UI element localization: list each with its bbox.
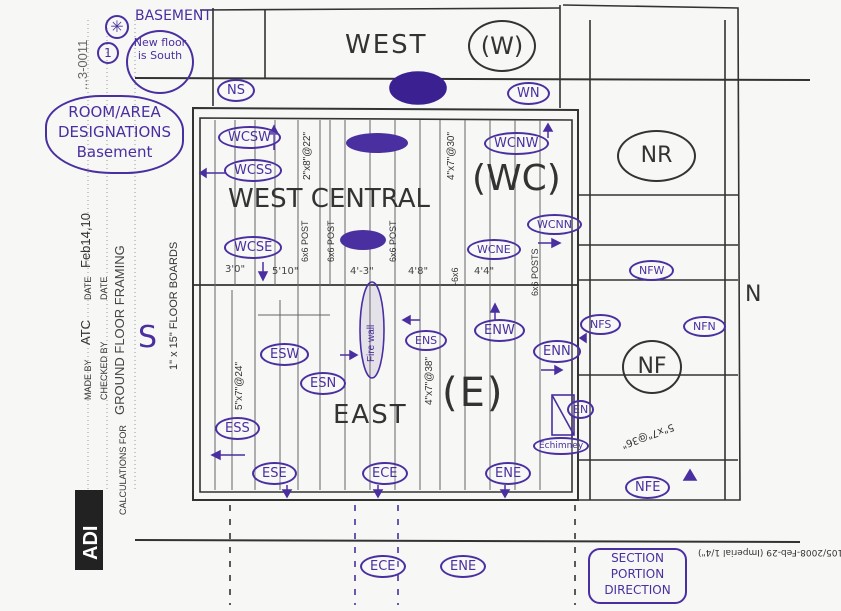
- made-by-label: MADE BY: [83, 359, 93, 400]
- section-label-wc-south-center: [346, 133, 408, 153]
- section-label-echimney: Echimney: [533, 437, 590, 455]
- basement-note: BASEMENT: [135, 8, 212, 24]
- section-label-nfn: NFN: [683, 316, 726, 337]
- measurement-4-3: 4'-3": [350, 266, 374, 277]
- measurement-4-4: 4'4": [474, 266, 495, 277]
- section-label-wcnn: WCNN: [527, 214, 583, 235]
- section-label-enw: ENW: [474, 319, 525, 342]
- section-label-ess: ESS: [215, 417, 260, 440]
- sheet-number-field: ...3-0011: [75, 39, 90, 90]
- post-note-1: 6x6 POST: [300, 220, 310, 262]
- calculations-for-label: CALCULATIONS FOR: [118, 425, 128, 515]
- section-label-nfs: NFS: [580, 314, 622, 335]
- section-label-wc-center: [340, 230, 386, 250]
- post-note-2: 6x6 POST: [326, 220, 336, 262]
- section-label-wcnw: WCNW: [484, 132, 549, 155]
- basement-symbol-icon: ✳: [105, 15, 129, 39]
- region-east-code: (E): [442, 370, 505, 416]
- sheet-number-circle: 1: [97, 42, 119, 64]
- section-label-ece: ECE: [362, 462, 408, 485]
- section-label-ns: NS: [217, 79, 255, 102]
- section-label-ese: ESE: [252, 462, 297, 485]
- new-floor-note: New floor is South: [126, 30, 194, 94]
- footer-code: ADI-105/2008-Feb-29 (Imperial 1/4"): [698, 547, 841, 557]
- checked-by-label: CHECKED BY: [99, 341, 109, 400]
- measurement-5-10: 5'10": [272, 266, 299, 277]
- section-label-esw: ESW: [260, 343, 310, 366]
- post-note-5: -6x6: [450, 267, 460, 285]
- section-label-ene: ENE: [485, 462, 532, 485]
- section-label-nfe: NFE: [625, 476, 671, 499]
- section-label-wcse: WCSE: [224, 236, 283, 259]
- section-label-nfw: NFW: [629, 260, 675, 281]
- region-west-central: WEST CENTRAL: [228, 184, 430, 214]
- region-west: WEST: [345, 30, 428, 60]
- measurement-3-0: 3'0": [225, 264, 246, 275]
- measurement-4-8: 4'8": [408, 266, 429, 277]
- section-label-wn: WN: [507, 82, 550, 105]
- room-area-designations-note: ROOM/AREA DESIGNATIONS Basement: [45, 95, 184, 174]
- floor-boards-note: 1" x 15" FLOOR BOARDS: [168, 241, 180, 370]
- made-by-value: ATC: [78, 319, 93, 345]
- date-value: Feb14,10: [78, 213, 93, 268]
- section-label-enn: ENN: [533, 340, 581, 363]
- region-west-code: (W): [468, 20, 536, 72]
- date2-label: DATE: [99, 276, 109, 300]
- calculations-for-value: GROUND FLOOR FRAMING: [112, 245, 127, 415]
- fire-wall-label: Fire wall: [366, 324, 377, 362]
- ghost-label-ece: ECE: [360, 555, 406, 578]
- section-portion-direction-note: SECTION PORTION DIRECTION: [588, 548, 687, 604]
- section-label-esn: ESN: [300, 372, 347, 395]
- south-marker: S: [138, 320, 158, 355]
- joist-spec-central: 4"x7"@30": [446, 131, 457, 180]
- region-nr: NR: [617, 130, 696, 182]
- region-west-central-code: (WC): [472, 158, 561, 199]
- adi-logo: ADI: [75, 490, 103, 570]
- joist-spec-west: 2"x8"@22": [302, 131, 313, 180]
- date-label: DATE: [83, 276, 93, 300]
- section-label-wcsw: WCSW: [218, 126, 282, 149]
- region-east: EAST: [333, 400, 408, 430]
- joist-spec-east-2: 4"x7"@38": [424, 356, 435, 405]
- region-nf: NF: [622, 340, 682, 394]
- post-note-4: 6x6 POSTS: [530, 248, 540, 296]
- section-label-wcne: WCNE: [467, 239, 521, 260]
- north-marker: N: [745, 282, 762, 307]
- section-label-ens: ENS: [405, 330, 448, 351]
- post-note-3: 6x6 POST: [388, 220, 398, 262]
- joist-spec-east-1: 5"x7"@24": [234, 361, 245, 410]
- section-label-wcss: WCSS: [224, 159, 283, 182]
- section-label-en: EN: [567, 400, 595, 419]
- ghost-label-ene: ENE: [440, 555, 487, 578]
